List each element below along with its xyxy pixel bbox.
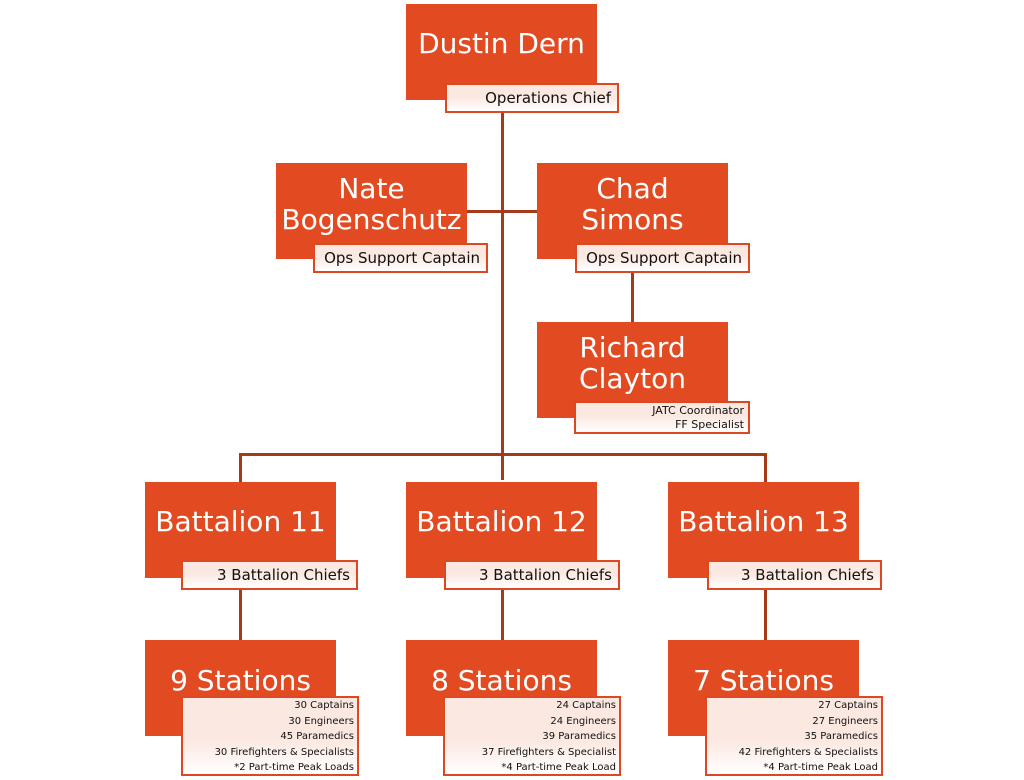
connector-b11-to-stations [239,590,242,642]
node-name: Nate Bogenschutz [281,172,462,237]
staff-line: *4 Part-time Peak Load [763,762,878,774]
connector-battalion-13 [764,453,767,483]
node-title: Ops Support Captain [324,249,480,267]
connector-chad-to-richard [631,273,634,325]
node-title-label: Ops Support Captain [575,243,750,273]
connector-b12-to-stations [501,590,504,642]
node-name: Dustin Dern [418,27,585,60]
connector-support-horizontal [466,210,538,213]
staff-line: *2 Part-time Peak Loads [234,762,354,774]
node-title-label: JATC Coordinator FF Specialist [574,401,750,434]
connector-battalion-11 [239,453,242,483]
staff-line: 42 Firefighters & Specialists [738,746,878,758]
staff-line: 30 Engineers [288,715,354,727]
staff-line: 30 Firefighters & Specialists [214,746,354,758]
staff-line: 45 Paramedics [280,731,354,743]
node-name: Chad Simons [581,172,684,237]
node-title-line: JATC Coordinator [652,404,744,417]
staff-line: 27 Captains [818,700,878,711]
staff-line: 24 Engineers [550,715,616,727]
staff-list: 30 Captains 30 Engineers 45 Paramedics 3… [181,696,359,776]
connector-main-vertical [501,112,504,480]
node-title-line: FF Specialist [675,418,744,431]
staff-line: 27 Engineers [812,715,878,727]
staff-line: 30 Captains [294,700,354,711]
node-name: Battalion 12 [416,505,587,538]
node-title-label: 3 Battalion Chiefs [444,560,620,590]
node-title: 3 Battalion Chiefs [216,566,350,584]
staff-list: 27 Captains 27 Engineers 35 Paramedics 4… [705,696,883,776]
node-title: 3 Battalion Chiefs [478,566,612,584]
node-title-label: 3 Battalion Chiefs [181,560,358,590]
node-name: Battalion 11 [155,505,326,538]
node-name: 7 Stations [693,664,834,697]
node-name: 9 Stations [170,664,311,697]
node-title: 3 Battalion Chiefs [740,566,874,584]
node-name: Battalion 13 [678,505,849,538]
node-support-captain-2: Chad Simons [537,163,728,259]
connector-b13-to-stations [764,590,767,642]
node-title: Operations Chief [485,89,611,107]
node-title-label: 3 Battalion Chiefs [707,560,882,590]
staff-list: 24 Captains 24 Engineers 39 Paramedics 3… [443,696,621,776]
staff-line: 37 Firefighters & Specialist [481,746,616,758]
node-name: Richard Clayton [579,331,686,396]
connector-battalion-bar [239,453,767,456]
staff-line: 39 Paramedics [542,731,616,743]
staff-line: 35 Paramedics [804,731,878,743]
staff-line: 24 Captains [556,700,616,711]
node-title-label: Ops Support Captain [313,243,488,273]
node-title-label: Operations Chief [445,83,619,113]
node-title: Ops Support Captain [586,249,742,267]
node-name: 8 Stations [431,664,572,697]
staff-line: *4 Part-time Peak Load [501,762,616,774]
